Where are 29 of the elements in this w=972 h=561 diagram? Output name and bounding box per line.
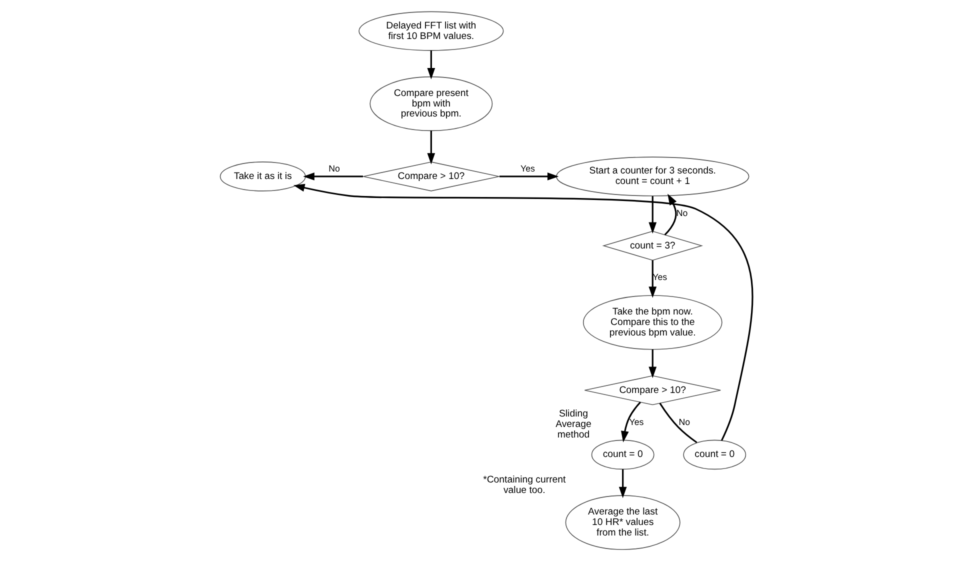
arrow (426, 50, 435, 80)
arrow (302, 172, 362, 180)
node-ellipse: Average the last 10 HR* values from the list. (564, 495, 680, 550)
node-label: *Containing current value too. (482, 474, 566, 496)
node-diamond: Compare > 10? (584, 375, 720, 406)
node-ellipse: count = 0 (590, 440, 654, 470)
arrow (648, 349, 656, 378)
edge-label: No (328, 163, 340, 174)
edge-label: No (678, 416, 690, 427)
arrow (620, 402, 640, 442)
node-label: Sliding Average method (555, 408, 591, 440)
arrow (292, 184, 753, 441)
node-diamond: Compare > 10? (362, 162, 500, 192)
edge-label: Yes (520, 163, 534, 174)
arrow (648, 260, 656, 298)
arrow (498, 172, 558, 180)
connector (658, 402, 697, 444)
node-diamond: count = 3? (602, 230, 703, 261)
arrow (618, 469, 626, 498)
node-ellipse: Start a counter for 3 seconds. count = count + 1 (556, 156, 749, 196)
node-ellipse: count = 0 (682, 440, 746, 470)
arrow (648, 196, 656, 234)
edge-label: No (676, 208, 688, 218)
node-ellipse: Compare present bpm with previous bpm. (369, 76, 492, 132)
node-ellipse: Delayed FFT list with first 10 BPM values. (358, 11, 504, 51)
node-ellipse: Take the bpm now. Compare this to the previous bpm value. (582, 295, 722, 350)
arrow (426, 130, 435, 164)
arrow (664, 194, 676, 236)
edge-label: Yes (628, 416, 644, 427)
